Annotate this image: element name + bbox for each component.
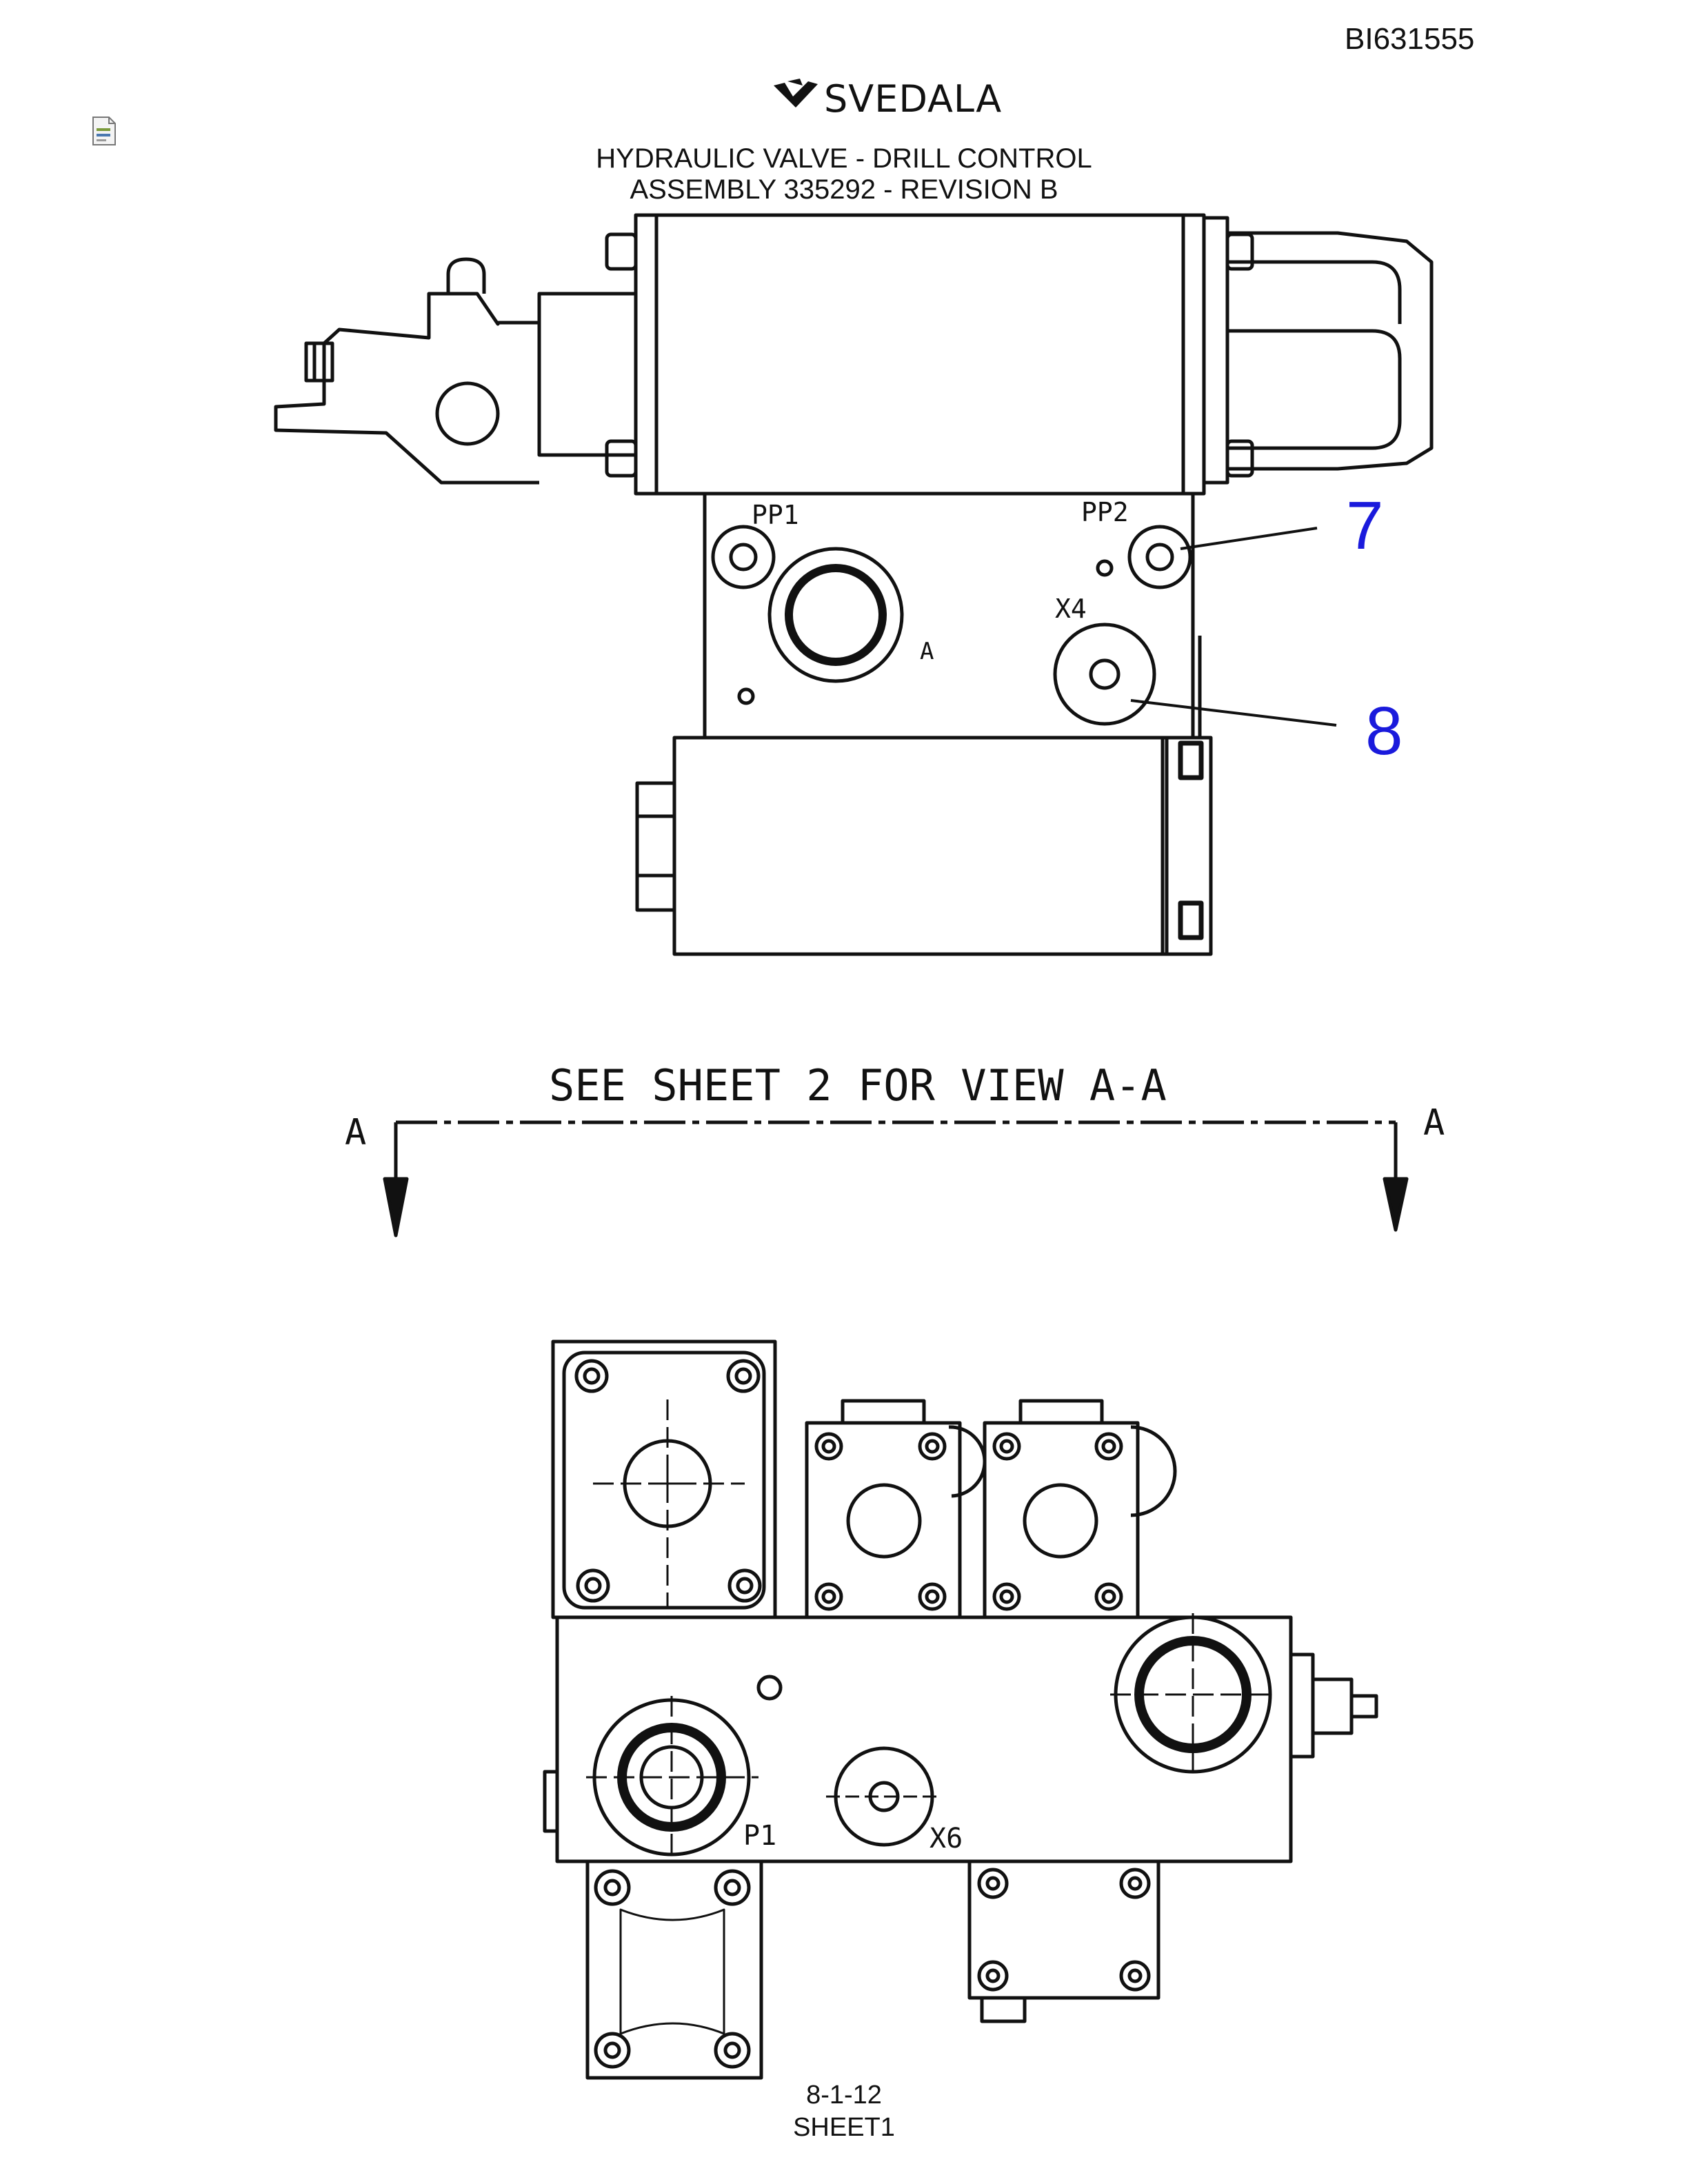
brand-name: SVEDALA <box>824 77 1003 121</box>
port-label-p1: P1 <box>743 1820 776 1852</box>
drawing-title: HYDRAULIC VALVE - DRILL CONTROL <box>596 143 1092 174</box>
document-id: BI631555 <box>1345 22 1475 56</box>
callout-7-leader <box>1180 527 1318 550</box>
port-label-x4: X4 <box>1055 594 1087 624</box>
section-marker-left: A <box>345 1112 366 1153</box>
section-note: SEE SHEET 2 FOR VIEW A-A <box>549 1060 1167 1111</box>
document-icon[interactable] <box>91 116 117 146</box>
port-label-x6: X6 <box>930 1823 963 1854</box>
port-label-a: A <box>920 638 934 665</box>
page-number: 8-1-12 <box>806 2081 882 2110</box>
bottom-view-assembly <box>543 1339 1378 2080</box>
port-label-pp2: PP2 <box>1081 497 1129 527</box>
callout-8-leader <box>1130 699 1337 727</box>
section-line-a-a <box>383 1120 1409 1237</box>
top-view-assembly <box>274 213 1434 956</box>
sheet-label: SHEET1 <box>793 2113 895 2142</box>
section-marker-right: A <box>1423 1102 1445 1144</box>
callout-7: 7 <box>1346 487 1384 563</box>
callout-8: 8 <box>1365 693 1403 769</box>
drawing-subtitle: ASSEMBLY 335292 - REVISION B <box>630 174 1058 205</box>
svedala-logo-mark <box>774 79 818 108</box>
port-label-pp1: PP1 <box>752 500 799 530</box>
